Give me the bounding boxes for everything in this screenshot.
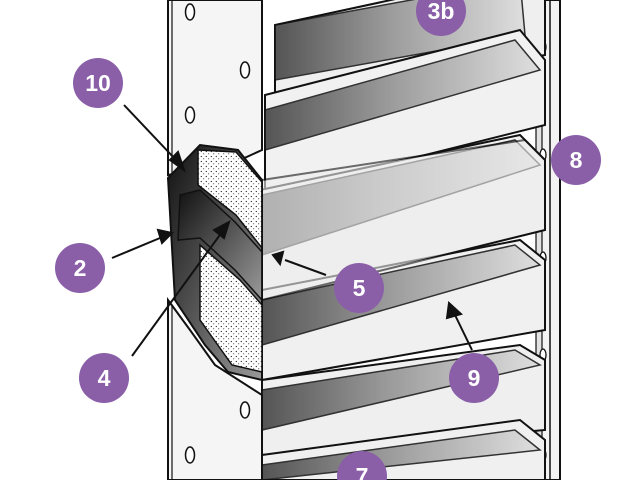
callout-label: 7 (356, 463, 369, 480)
callout-circle (79, 353, 129, 403)
callout-2: 2 (55, 243, 105, 293)
callout-9: 9 (449, 353, 499, 403)
callout-label: 2 (74, 255, 87, 281)
callout-circle (337, 451, 387, 480)
callout-circle (55, 243, 105, 293)
callout-label: 4 (98, 365, 111, 391)
left-frame (167, 0, 263, 480)
callout-label: 5 (353, 275, 366, 301)
callout-label: 3b (428, 0, 455, 24)
callout-circle (551, 135, 601, 185)
callout-layer: 3b 10 8 2 5 4 9 7 (55, 0, 601, 480)
callout-3b: 3b (416, 0, 466, 36)
callout-8: 8 (551, 135, 601, 185)
callout-4: 4 (79, 353, 129, 403)
callout-circle (73, 58, 123, 108)
callout-10: 10 (73, 58, 123, 108)
callout-7: 7 (337, 451, 387, 480)
callout-circle (449, 353, 499, 403)
callout-label: 10 (85, 70, 111, 96)
leader-arrows (111, 104, 473, 357)
insulated-blade-section (166, 138, 546, 382)
callout-5: 5 (334, 263, 384, 313)
callout-circle (416, 0, 466, 36)
callout-label: 8 (570, 147, 583, 173)
callout-circle (334, 263, 384, 313)
callout-label: 9 (468, 365, 481, 391)
